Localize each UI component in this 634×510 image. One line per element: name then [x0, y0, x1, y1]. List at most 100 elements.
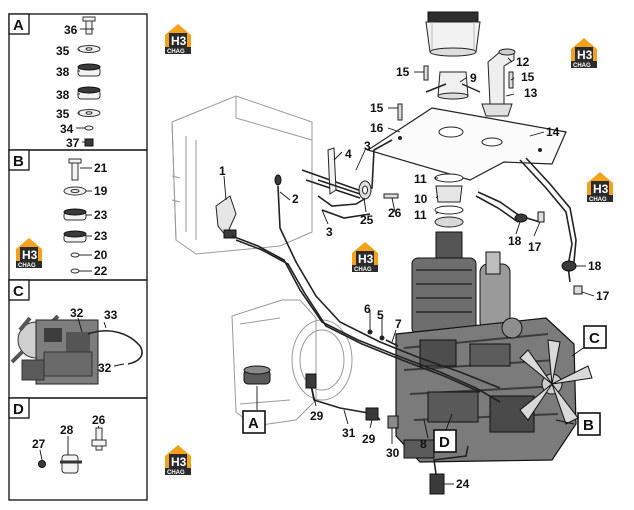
engine-front-view [10, 314, 99, 385]
watermark-logo: H3 CHAG [165, 24, 191, 55]
callout-15: 15 [396, 65, 410, 79]
svg-text:H3: H3 [577, 48, 593, 62]
callout-14: 14 [546, 125, 560, 139]
watermark-logo: H3 CHAG [165, 445, 191, 476]
callout-26: 26 [388, 206, 402, 220]
callout-10: 10 [414, 192, 428, 206]
mounting-plate [366, 107, 567, 181]
callout-c-33: 33 [104, 308, 118, 322]
leader-lines [223, 57, 595, 485]
svg-text:H3: H3 [358, 252, 374, 266]
callout-15-second: 15 [521, 70, 535, 84]
callout-a-35-second: 35 [56, 107, 70, 121]
svg-text:CHAG: CHAG [167, 49, 185, 55]
detail-panel-b: B 21 19 23 23 20 22 H3 CHAG [8, 149, 148, 281]
callout-b-21: 21 [94, 161, 108, 175]
callout-4: 4 [345, 147, 352, 161]
svg-text:CHAG: CHAG [573, 63, 591, 69]
callout-d-28: 28 [60, 423, 74, 437]
callout-b-23-second: 23 [94, 229, 108, 243]
panel-label-b: B [13, 153, 24, 170]
detail-marker-b: B [577, 412, 601, 436]
lower-pipe-31 [305, 373, 399, 429]
svg-text:H3: H3 [171, 34, 187, 48]
control-lever [215, 195, 501, 403]
callout-2: 2 [292, 192, 299, 206]
air-cleaner-housing [411, 231, 511, 335]
svg-text:D: D [439, 434, 450, 451]
intake-hose-clamps [434, 173, 464, 228]
callout-3-second: 3 [326, 225, 333, 239]
callout-13: 13 [524, 86, 538, 100]
callout-b-22: 22 [94, 264, 108, 278]
callout-a-36: 36 [64, 23, 78, 37]
hood-outline [171, 95, 313, 255]
callout-11-second: 11 [414, 208, 427, 222]
intake-adapter [425, 71, 481, 100]
callout-25: 25 [360, 213, 374, 227]
callout-8: 8 [420, 437, 427, 451]
callout-c-32-second: 32 [98, 361, 112, 375]
small-fittings [367, 329, 399, 347]
callout-d-27: 27 [32, 437, 46, 451]
callout-d-26: 26 [92, 413, 106, 427]
callout-12: 12 [516, 55, 530, 69]
callout-29: 29 [310, 409, 324, 423]
callout-18-second: 18 [588, 259, 602, 273]
callout-11: 11 [414, 172, 427, 186]
panel-label-c: C [13, 283, 24, 300]
panel-label-a: A [13, 17, 24, 34]
callout-a-38-second: 38 [56, 88, 70, 102]
callout-a-34: 34 [60, 122, 74, 136]
callout-18: 18 [508, 234, 522, 248]
detail-marker-c: C [583, 325, 607, 349]
callout-a-38: 38 [56, 65, 70, 79]
watermark-logo: H3 CHAG [16, 238, 42, 269]
transmission-housing-outline [231, 299, 353, 427]
callout-1: 1 [219, 164, 226, 178]
callout-b-20: 20 [94, 248, 108, 262]
svg-text:CHAG: CHAG [18, 263, 36, 269]
svg-text:CHAG: CHAG [589, 197, 607, 203]
svg-text:CHAG: CHAG [167, 470, 185, 476]
main-callouts: 1 2 3 3 4 5 6 7 8 9 10 11 11 12 13 14 15… [219, 55, 610, 491]
callout-3: 3 [364, 139, 371, 153]
mount-stack-a [77, 16, 101, 147]
callout-31: 31 [342, 426, 356, 440]
svg-text:H3: H3 [171, 455, 187, 469]
callout-30: 30 [386, 446, 400, 460]
mount-stack-b [63, 158, 87, 274]
svg-text:C: C [589, 330, 600, 347]
callout-a-35: 35 [56, 44, 70, 58]
engine-mount-a [243, 365, 271, 385]
callout-16: 16 [370, 121, 384, 135]
svg-text:A: A [248, 415, 259, 432]
callout-5: 5 [377, 308, 384, 322]
svg-text:H3: H3 [593, 182, 609, 196]
svg-text:B: B [583, 417, 594, 434]
clamp-assembly [38, 427, 107, 474]
grommet-25 [358, 180, 372, 200]
callout-a-37: 37 [66, 136, 80, 150]
exhaust-pipe [481, 48, 516, 117]
precleaner-cap [425, 11, 481, 57]
callout-17-second: 17 [596, 289, 610, 303]
radiator-fan [519, 339, 593, 425]
cable-2 [274, 174, 501, 389]
svg-text:H3: H3 [22, 248, 38, 262]
callout-17: 17 [528, 240, 542, 254]
detail-panel-d: D 27 28 26 [8, 397, 148, 501]
svg-text:CHAG: CHAG [354, 267, 372, 273]
callout-24: 24 [456, 477, 470, 491]
watermark-logo: H3 CHAG [571, 38, 597, 69]
detail-marker-d: D [433, 429, 457, 453]
callout-29-second: 29 [362, 432, 376, 446]
bolt-26 [383, 193, 399, 199]
callout-9: 9 [470, 71, 477, 85]
callout-b-23: 23 [94, 208, 108, 222]
watermark-logo: H3 CHAG [352, 242, 378, 273]
detail-panel-c: C 32 33 32 [8, 279, 148, 399]
callout-15-third: 15 [370, 101, 384, 115]
panel-label-d: D [13, 401, 24, 418]
